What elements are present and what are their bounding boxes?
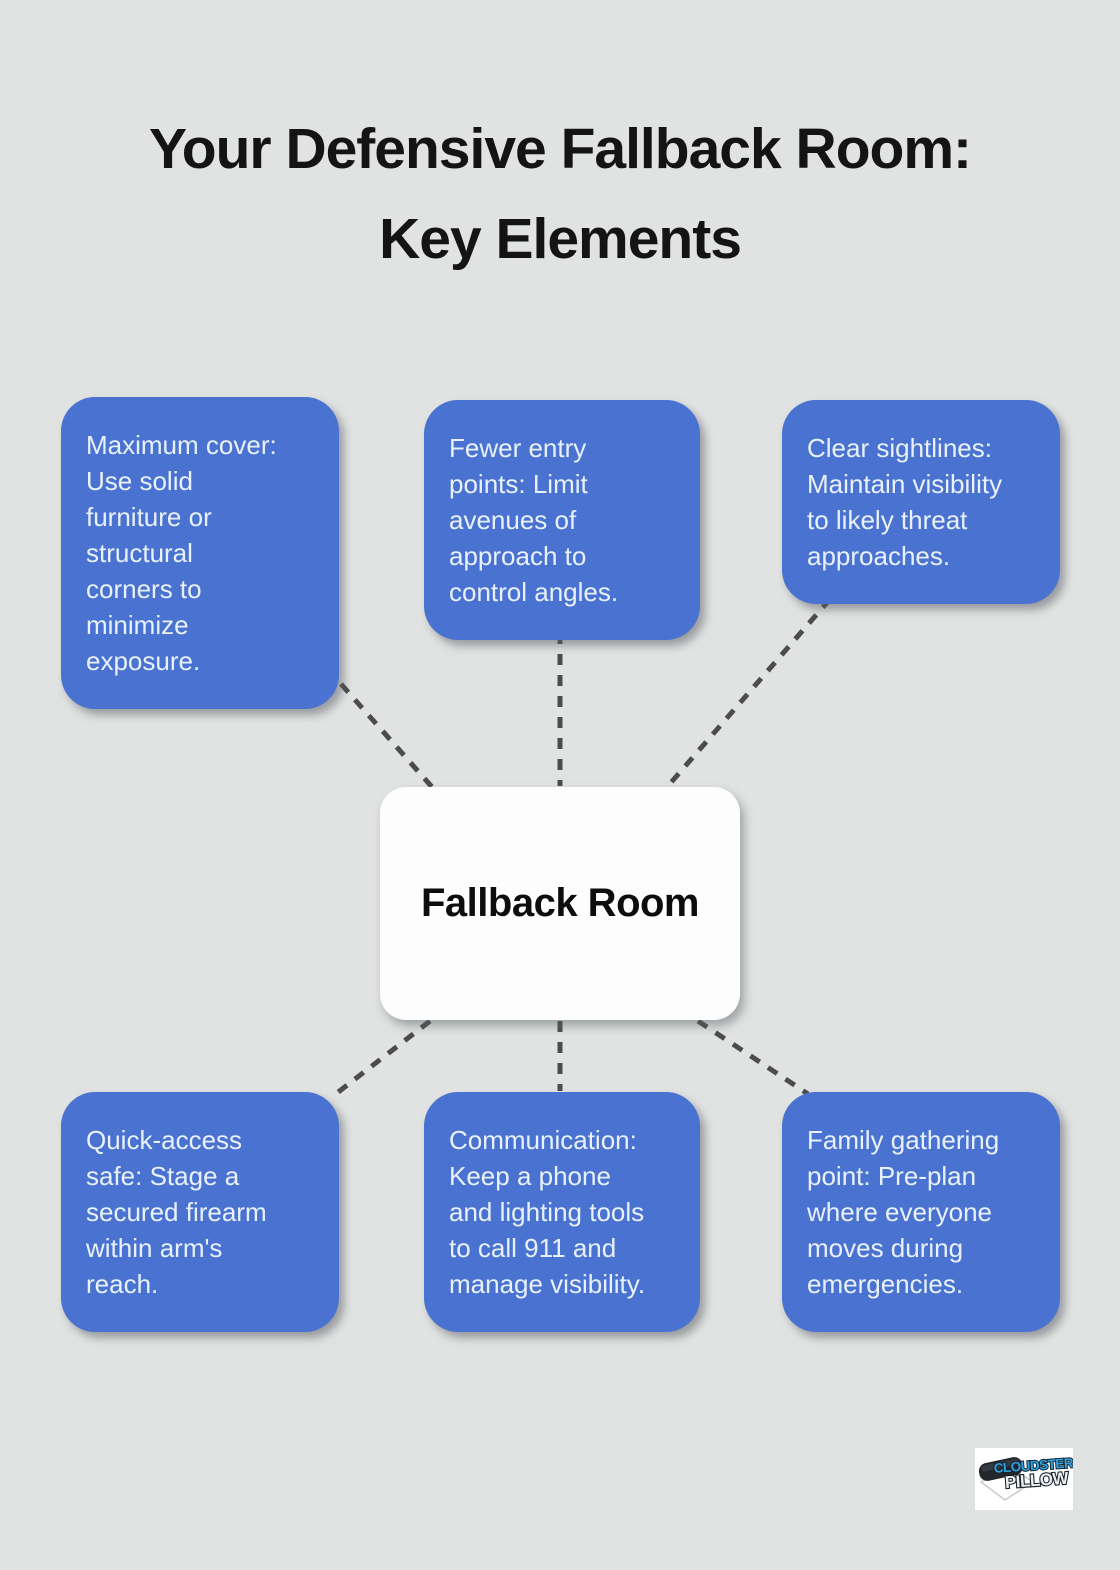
node-maximum-cover: Maximum cover: Use solid furniture or st… [61, 397, 339, 709]
node-family-gathering-point-text: Family gathering point: Pre-plan where e… [807, 1125, 1000, 1299]
brand-name-line-2: PILLOW [1004, 1469, 1070, 1492]
node-family-gathering-point: Family gathering point: Pre-plan where e… [782, 1092, 1060, 1332]
connector-top-left [339, 682, 434, 789]
node-clear-sightlines-text: Clear sightlines: Maintain visibility to… [807, 433, 1003, 571]
connector-bottom-left [335, 1019, 432, 1095]
brand-logo-text: CLOUDSTER PILLOW [992, 1454, 1075, 1493]
brand-name-line-1: CLOUDSTER [993, 1455, 1073, 1476]
center-node-fallback-room: Fallback Room [380, 787, 740, 1020]
node-fewer-entry-points: Fewer entry points: Limit avenues of app… [424, 400, 700, 640]
page-title-line-2: Key Elements [379, 207, 742, 271]
node-communication-text: Communication: Keep a phone and lighting… [449, 1125, 646, 1299]
node-maximum-cover-text: Maximum cover: Use solid furniture or st… [86, 430, 277, 676]
brand-logo: CLOUDSTER PILLOW [975, 1448, 1075, 1510]
node-quick-access-safe: Quick-access safe: Stage a secured firea… [61, 1092, 339, 1332]
page-title-line-1: Your Defensive Fallback Room: [149, 117, 972, 181]
pillow-icon [978, 1457, 1023, 1481]
center-node-label: Fallback Room [420, 881, 700, 925]
node-fewer-entry-points-text: Fewer entry points: Limit avenues of app… [449, 433, 619, 607]
connector-bottom-right [696, 1018, 810, 1097]
node-communication: Communication: Keep a phone and lighting… [424, 1092, 700, 1332]
node-clear-sightlines: Clear sightlines: Maintain visibility to… [782, 400, 1060, 604]
brand-logo-graphic: CLOUDSTER PILLOW [978, 1454, 1075, 1501]
page-title: Your Defensive Fallback Room: Key Elemen… [0, 104, 1120, 284]
node-quick-access-safe-text: Quick-access safe: Stage a secured firea… [86, 1125, 267, 1299]
